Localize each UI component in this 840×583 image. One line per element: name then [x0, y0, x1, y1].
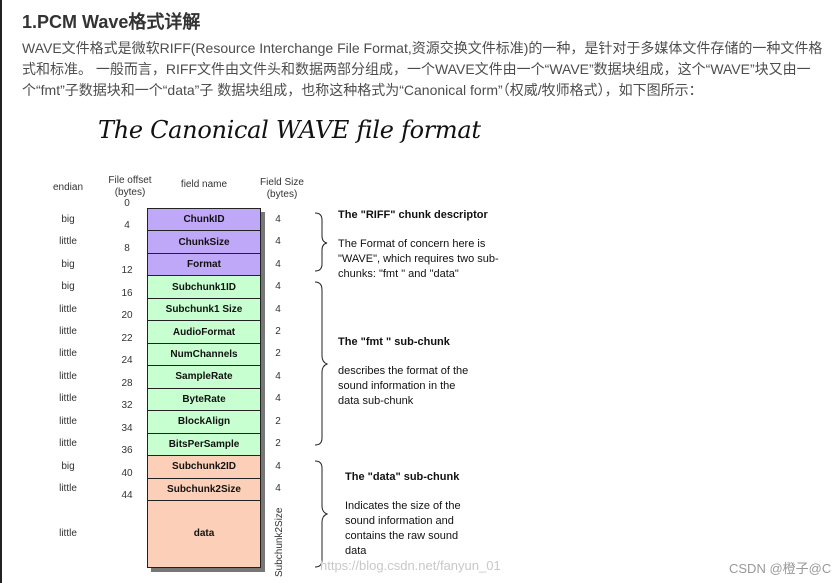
- data-note-title: The "data" sub-chunk: [345, 471, 460, 483]
- watermark-author: CSDN @橙子@C: [729, 561, 832, 576]
- header-offset: File offset (bytes): [108, 175, 152, 198]
- offset-label: 32: [121, 400, 133, 412]
- offset-label: 24: [121, 355, 133, 367]
- field-row-data: data: [147, 499, 261, 568]
- offset-label: 12: [121, 265, 133, 277]
- watermark-url: https://blog.csdn.net/fanyun_01: [320, 558, 501, 573]
- field-size-label: 2: [275, 438, 281, 450]
- endian-label: big: [61, 460, 75, 472]
- field-size-label: 2: [275, 348, 281, 360]
- offset-label: 28: [121, 377, 133, 389]
- riff-note-title: The "RIFF" chunk descriptor: [338, 209, 488, 221]
- fmt-note-title: The "fmt " sub-chunk: [338, 336, 450, 348]
- endian-label: little: [59, 236, 77, 248]
- offset-label: 4: [124, 220, 130, 232]
- offset-label: 8: [124, 242, 130, 254]
- offset-label: 20: [121, 310, 133, 322]
- field-size-label: 4: [275, 258, 281, 270]
- field-size-label: 2: [275, 415, 281, 427]
- header-field-size: Field Size (bytes): [260, 177, 304, 200]
- endian-label: little: [59, 415, 77, 427]
- riff-note: The "RIFF" chunk descriptor The Format o…: [338, 208, 538, 282]
- field-size-label: 4: [275, 370, 281, 382]
- field-size-label: 4: [275, 460, 281, 472]
- data-note-text: Indicates the size of the sound informat…: [345, 500, 461, 557]
- offset-label: 40: [121, 467, 133, 479]
- field-size-label: 2: [275, 326, 281, 338]
- endian-label: little: [59, 348, 77, 360]
- data-brace: [314, 460, 329, 568]
- article-heading: 1.PCM Wave格式详解: [22, 12, 201, 32]
- data-note: The "data" sub-chunk Indicates the size …: [345, 470, 495, 559]
- endian-label: little: [59, 527, 77, 539]
- offset-label: 16: [121, 287, 133, 299]
- endian-label: little: [59, 393, 77, 405]
- header-field-name: field name: [180, 179, 228, 190]
- endian-label: little: [59, 326, 77, 338]
- endian-label: big: [61, 258, 75, 270]
- field-size-label: 4: [275, 236, 281, 248]
- riff-note-text: The Format of concern here is "WAVE", wh…: [338, 238, 499, 280]
- offset-label: 44: [121, 489, 133, 501]
- endian-label: little: [59, 303, 77, 315]
- riff-brace: [314, 212, 328, 272]
- offset-label: 22: [121, 332, 133, 344]
- offset-label: 0: [124, 198, 130, 209]
- offset-label: 36: [121, 445, 133, 457]
- fmt-note-text: describes the format of the sound inform…: [338, 365, 469, 407]
- fmt-note: The "fmt " sub-chunk describes the forma…: [338, 335, 488, 409]
- diagram-title: The Canonical WAVE file format: [98, 116, 481, 144]
- endian-label: big: [61, 213, 75, 225]
- endian-label: little: [59, 370, 77, 382]
- field-size-label: 4: [275, 483, 281, 495]
- endian-label: big: [61, 281, 75, 293]
- endian-label: little: [59, 438, 77, 450]
- offset-label: 34: [121, 422, 133, 434]
- field-size-label: 4: [275, 281, 281, 293]
- article-paragraph: WAVE文件格式是微软RIFF(Resource Interchange Fil…: [22, 40, 823, 98]
- field-size-label: 4: [275, 393, 281, 405]
- header-endian: endian: [52, 182, 84, 193]
- field-size-label: 4: [275, 303, 281, 315]
- field-size-label: 4: [275, 213, 281, 225]
- fmt-brace: [314, 281, 329, 446]
- endian-label: little: [59, 483, 77, 495]
